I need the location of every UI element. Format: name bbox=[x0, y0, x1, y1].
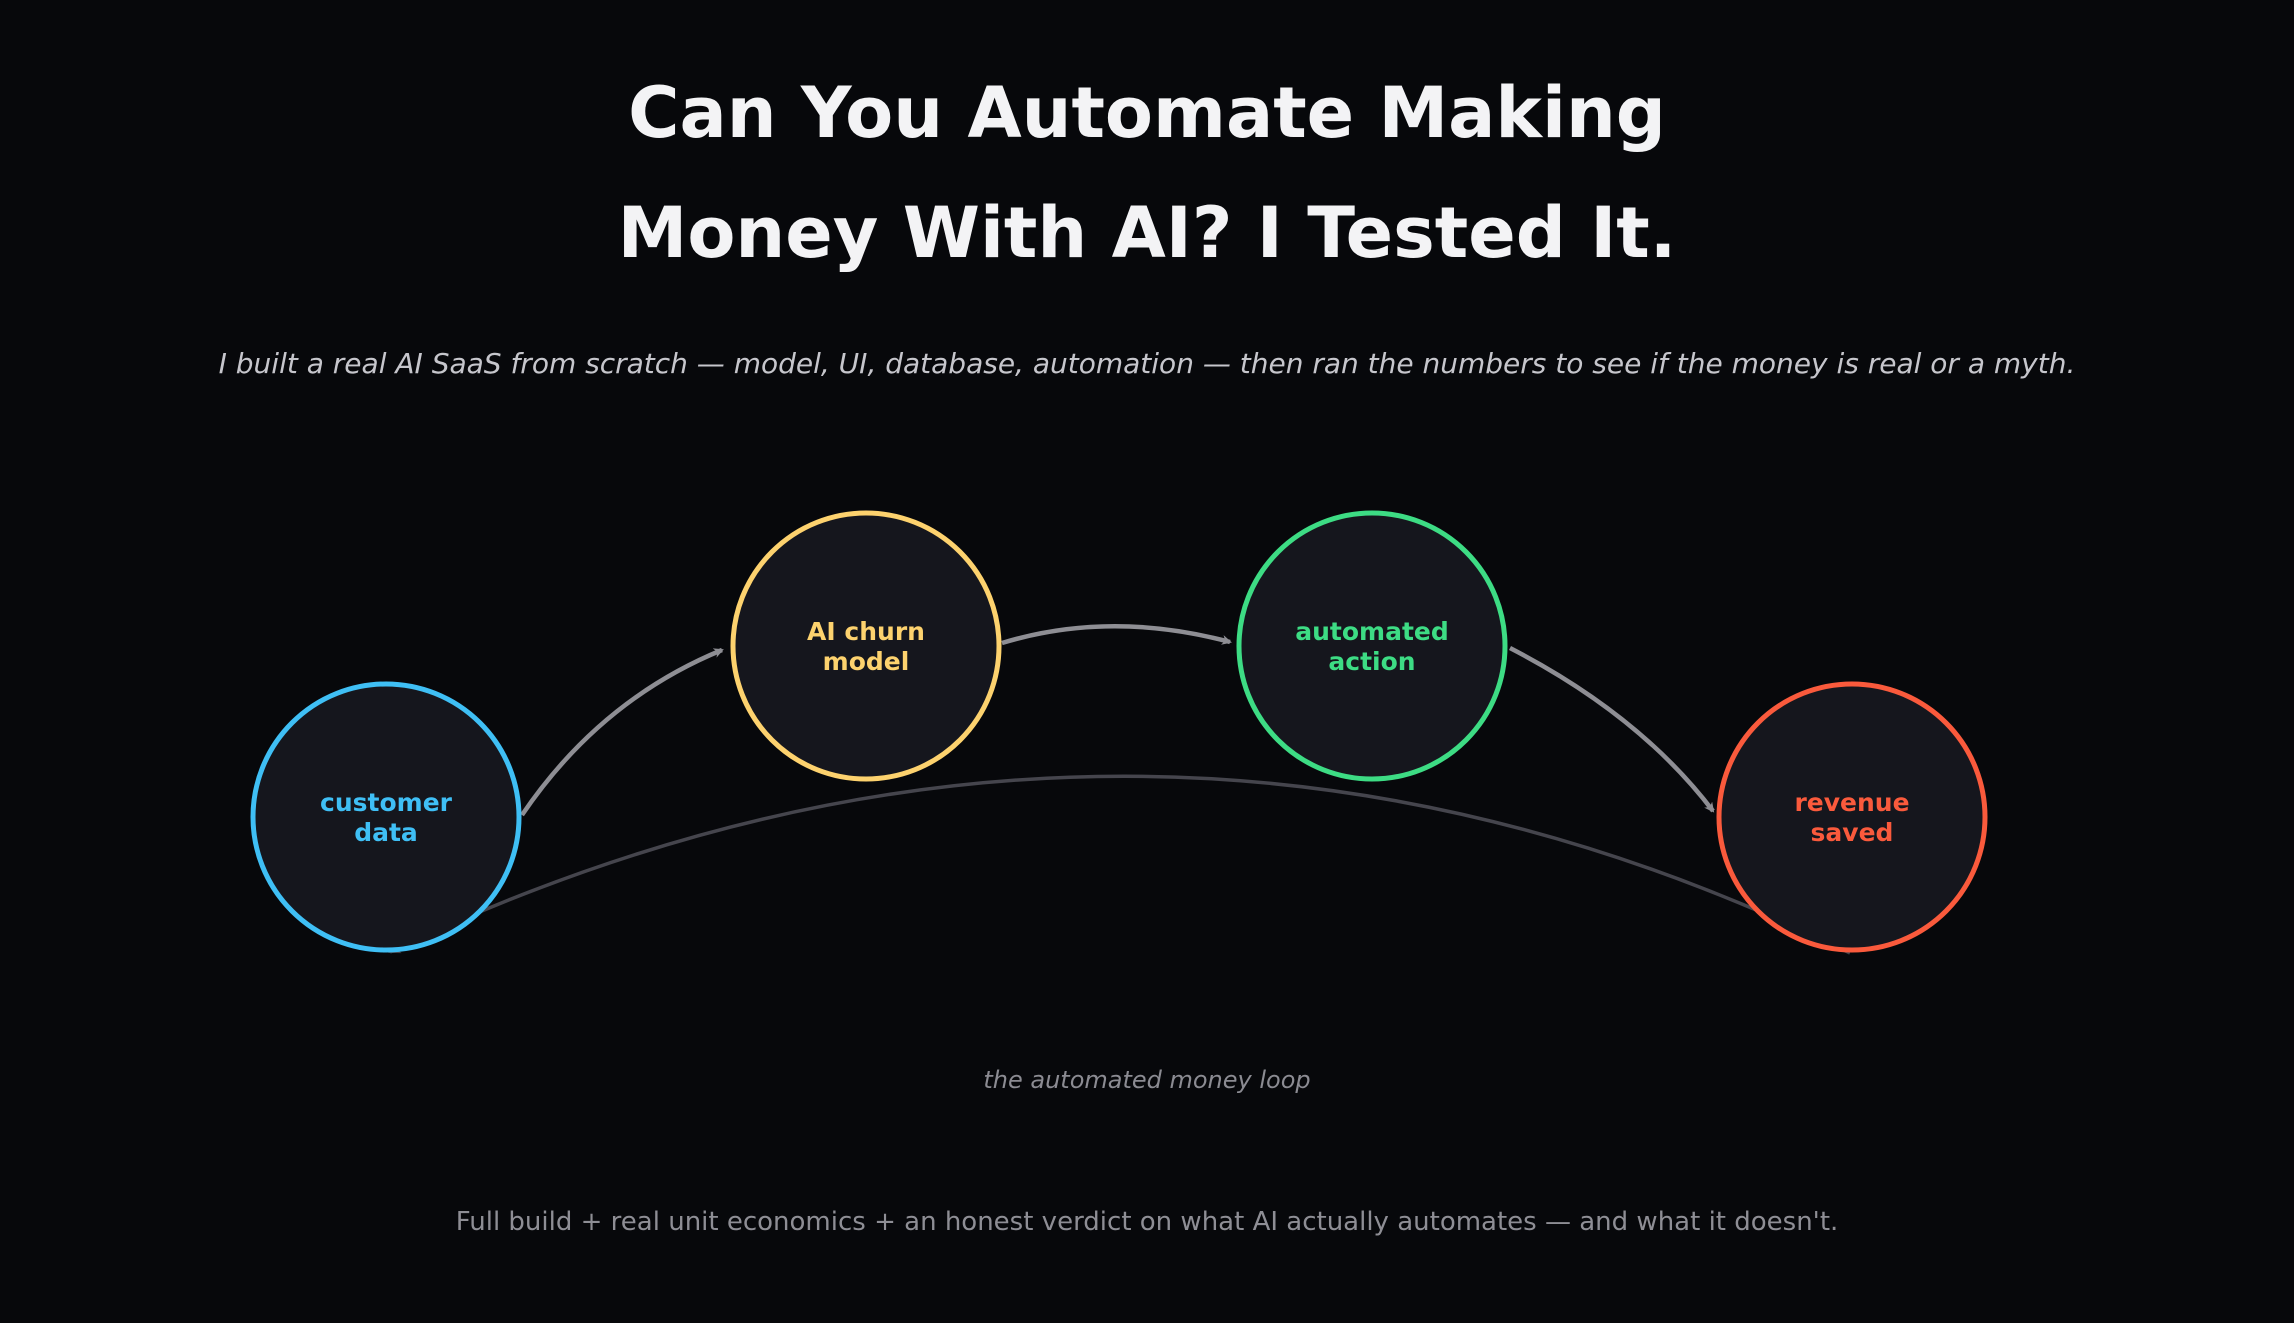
node-customer-data: customer data bbox=[250, 681, 522, 953]
node-ai-churn-model: AI churn model bbox=[730, 510, 1002, 782]
page-title-line-1: Can You Automate Making bbox=[628, 72, 1666, 154]
arrow-action-to-revenue bbox=[1508, 646, 1715, 813]
node-customer-data-line1: customer bbox=[320, 788, 453, 817]
page-title-line-2: Money With AI? I Tested It. bbox=[617, 192, 1677, 274]
node-automated-action: automated action bbox=[1236, 510, 1508, 782]
diagram-caption: the automated money loop bbox=[983, 1066, 1311, 1094]
footer-text: Full build + real unit economics + an ho… bbox=[455, 1207, 1839, 1237]
arrow-model-to-action bbox=[1001, 624, 1232, 646]
node-revenue-saved: revenue saved bbox=[1716, 681, 1988, 953]
node-automated-action-line2: action bbox=[1328, 647, 1415, 676]
node-automated-action-line1: automated bbox=[1295, 617, 1449, 646]
node-ai-churn-model-line2: model bbox=[823, 647, 910, 676]
node-ai-churn-model-line1: AI churn bbox=[807, 617, 925, 646]
node-revenue-saved-line1: revenue bbox=[1794, 788, 1909, 817]
arrow-data-to-model bbox=[520, 647, 724, 817]
page-subtitle: I built a real AI SaaS from scratch — mo… bbox=[218, 347, 2076, 380]
node-revenue-saved-line2: saved bbox=[1811, 818, 1894, 847]
node-customer-data-line2: data bbox=[354, 818, 418, 847]
loop-back-arrow bbox=[388, 774, 1851, 955]
